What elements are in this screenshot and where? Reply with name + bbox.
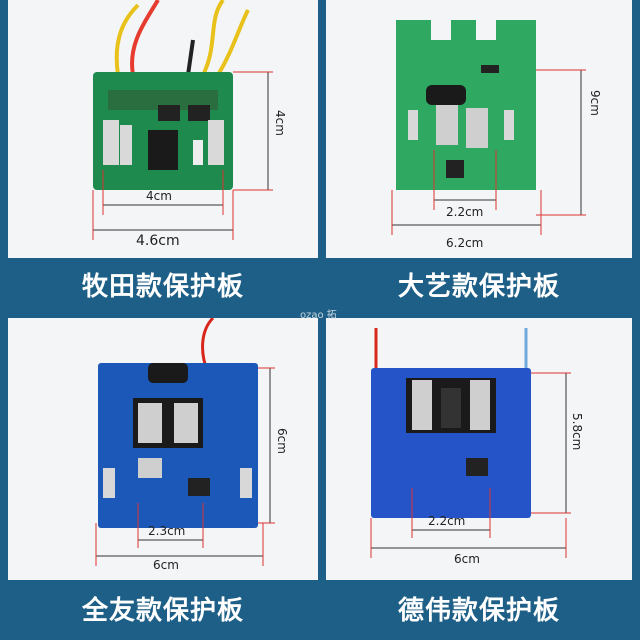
- board-photo-makita: 4cm 4cm 4.6cm: [8, 0, 318, 258]
- board-title-makita: 牧田款保护板: [81, 272, 244, 302]
- board-photo-dewei: 5.8cm 2.2cm 6cm: [326, 318, 632, 580]
- board-photo-quanyou: 6cm 2.3cm 6cm: [8, 318, 318, 580]
- board-title-quanyou: 全友款保护板: [81, 596, 244, 626]
- quanyou-width-label: 6cm: [153, 558, 179, 572]
- dayi-board-illustration: [391, 20, 586, 235]
- board-title-dayi: 大艺款保护板: [397, 272, 560, 302]
- quanyou-board-illustration: [95, 318, 275, 566]
- makita-height-label: 4cm: [273, 110, 287, 136]
- quanyou-height-label: 6cm: [275, 428, 289, 454]
- dayi-pin-gap-label: 2.2cm: [446, 205, 484, 219]
- board-photo-dayi: 9cm 2.2cm 6.2cm: [326, 0, 632, 258]
- makita-outer-width-label: 4.6cm: [136, 233, 180, 249]
- dayi-width-label: 6.2cm: [446, 236, 484, 250]
- board-title-dewei: 德伟款保护板: [397, 596, 560, 626]
- makita-board-illustration: [92, 0, 273, 240]
- makita-inner-width-label: 4cm: [146, 189, 172, 203]
- quanyou-pin-gap-label: 2.3cm: [148, 524, 186, 538]
- dewei-pin-gap-label: 2.2cm: [428, 514, 466, 528]
- dayi-height-label: 9cm: [588, 90, 602, 116]
- dewei-height-label: 5.8cm: [570, 413, 584, 451]
- watermark-text: ozao 拓: [300, 310, 337, 321]
- dewei-board-illustration: [370, 328, 571, 558]
- dewei-width-label: 6cm: [454, 552, 480, 566]
